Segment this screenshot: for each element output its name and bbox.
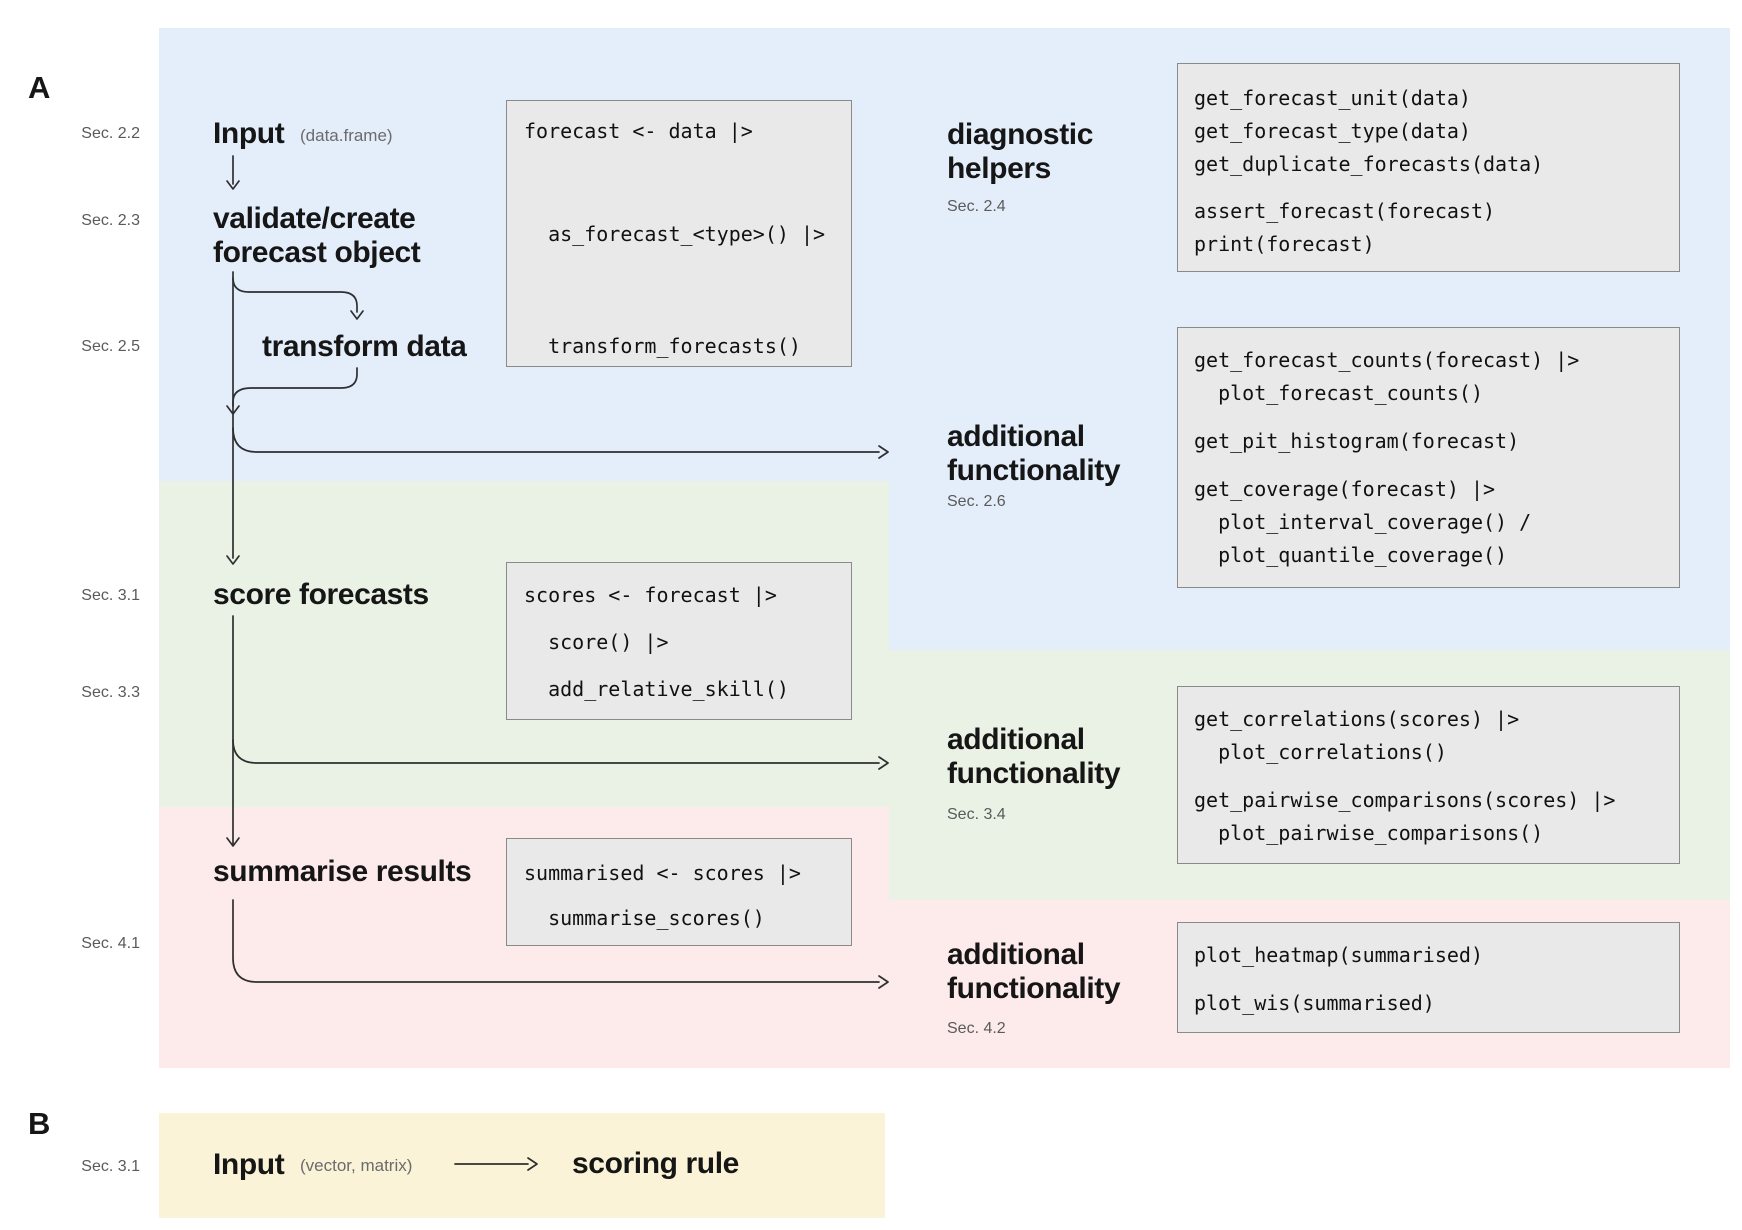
code-line: plot_heatmap(summarised) xyxy=(1194,943,1483,967)
code-line: get_coverage(forecast) |> xyxy=(1194,477,1496,501)
code-line: as_forecast_<type>() |> xyxy=(524,222,826,246)
code-line: forecast <- data |> xyxy=(524,119,753,143)
code-line: plot_wis(summarised) xyxy=(1194,991,1435,1015)
code-line: summarised <- scores |> xyxy=(524,861,801,885)
section-label-3-1: Sec. 3.1 xyxy=(81,587,140,604)
flow-step-validate: validate/create forecast object xyxy=(213,202,421,270)
branch-to-transform-arrow xyxy=(232,277,364,320)
panel-b-label: B xyxy=(28,1106,51,1141)
input-to-validate-arrow xyxy=(226,155,240,190)
additional-green-section-label: Sec. 3.4 xyxy=(947,806,1006,823)
additional-blue-section-label: Sec. 2.6 xyxy=(947,493,1006,510)
code-box-summarised-pipeline: summarised <- scores |> summarise_scores… xyxy=(506,838,852,946)
code-line: plot_forecast_counts() xyxy=(1194,381,1483,405)
panel-b-input-annotation: (vector, matrix) xyxy=(300,1156,413,1175)
panel-a-label: A xyxy=(28,70,51,105)
code-line: score() |> xyxy=(524,630,669,654)
section-label-b-3-1: Sec. 3.1 xyxy=(81,1158,140,1175)
additional-functionality-pink-title: additional functionality xyxy=(947,938,1121,1006)
code-line: get_forecast_unit(data) xyxy=(1194,86,1471,110)
additional-green-line2: functionality xyxy=(947,757,1121,790)
input-annotation: (data.frame) xyxy=(300,126,393,145)
section-label-4-1: Sec. 4.1 xyxy=(81,935,140,952)
branch-arrow-additional-green xyxy=(232,739,889,770)
code-line: plot_quantile_coverage() xyxy=(1194,543,1508,567)
diagnostic-title-line1: diagnostic xyxy=(947,118,1094,151)
code-line: get_pairwise_comparisons(scores) |> xyxy=(1194,788,1616,812)
code-line: plot_correlations() xyxy=(1194,740,1447,764)
validate-line2: forecast object xyxy=(213,236,421,269)
flow-step-transform: transform data xyxy=(262,330,467,363)
main-vertical-line xyxy=(226,271,240,565)
additional-functionality-blue-title: additional functionality xyxy=(947,420,1121,488)
code-box-forecast-pipeline: forecast <- data |> as_forecast_<type>()… xyxy=(506,100,852,367)
flow-step-score: score forecasts xyxy=(213,578,429,611)
section-label-2-5: Sec. 2.5 xyxy=(81,338,140,355)
panel-b-arrow xyxy=(454,1157,538,1171)
code-line: scores <- forecast |> xyxy=(524,583,777,607)
additional-blue-line2: functionality xyxy=(947,454,1121,487)
code-line: transform_forecasts() xyxy=(524,334,801,358)
branch-arrow-additional-pink xyxy=(232,899,889,989)
diagnostic-helpers-title: diagnostic helpers xyxy=(947,118,1093,186)
section-label-2-2: Sec. 2.2 xyxy=(81,125,140,142)
additional-pink-section-label: Sec. 4.2 xyxy=(947,1020,1006,1037)
panel-b-input: Input xyxy=(213,1148,285,1181)
code-line: get_duplicate_forecasts(data) xyxy=(1194,152,1544,176)
code-line: get_forecast_counts(forecast) |> xyxy=(1194,348,1580,372)
section-label-3-3: Sec. 3.3 xyxy=(81,684,140,701)
diagnostic-title-line2: helpers xyxy=(947,152,1051,185)
code-line: plot_interval_coverage() / xyxy=(1194,510,1532,534)
score-vertical-line xyxy=(226,615,240,847)
flow-step-summarise: summarise results xyxy=(213,855,472,888)
additional-pink-line2: functionality xyxy=(947,972,1121,1005)
region-yellow-panelb xyxy=(159,1113,885,1218)
code-line: add_relative_skill() xyxy=(524,677,789,701)
diagnostic-section-label: Sec. 2.4 xyxy=(947,198,1006,215)
branch-arrow-additional-blue xyxy=(232,427,889,459)
validate-line1: validate/create xyxy=(213,202,416,235)
section-label-2-3: Sec. 2.3 xyxy=(81,212,140,229)
additional-blue-line1: additional xyxy=(947,420,1085,453)
additional-functionality-green-title: additional functionality xyxy=(947,723,1121,791)
code-line: assert_forecast(forecast) xyxy=(1194,199,1496,223)
code-box-additional-green: get_correlations(scores) |> plot_correla… xyxy=(1177,686,1680,864)
code-line: plot_pairwise_comparisons() xyxy=(1194,821,1544,845)
additional-pink-line1: additional xyxy=(947,938,1085,971)
code-line: print(forecast) xyxy=(1194,232,1375,256)
code-box-additional-pink: plot_heatmap(summarised) plot_wis(summar… xyxy=(1177,922,1680,1033)
code-box-diagnostic-helpers: get_forecast_unit(data) get_forecast_typ… xyxy=(1177,63,1680,272)
transform-return-arrow xyxy=(226,367,358,415)
code-box-additional-blue: get_forecast_counts(forecast) |> plot_fo… xyxy=(1177,327,1680,588)
code-line: summarise_scores() xyxy=(524,906,765,930)
panel-b-scoring-rule: scoring rule xyxy=(572,1147,739,1180)
code-box-scores-pipeline: scores <- forecast |> score() |> add_rel… xyxy=(506,562,852,720)
code-line: get_pit_histogram(forecast) xyxy=(1194,429,1520,453)
flow-step-input: Input xyxy=(213,117,285,150)
additional-green-line1: additional xyxy=(947,723,1085,756)
code-line: get_forecast_type(data) xyxy=(1194,119,1471,143)
code-line: get_correlations(scores) |> xyxy=(1194,707,1520,731)
